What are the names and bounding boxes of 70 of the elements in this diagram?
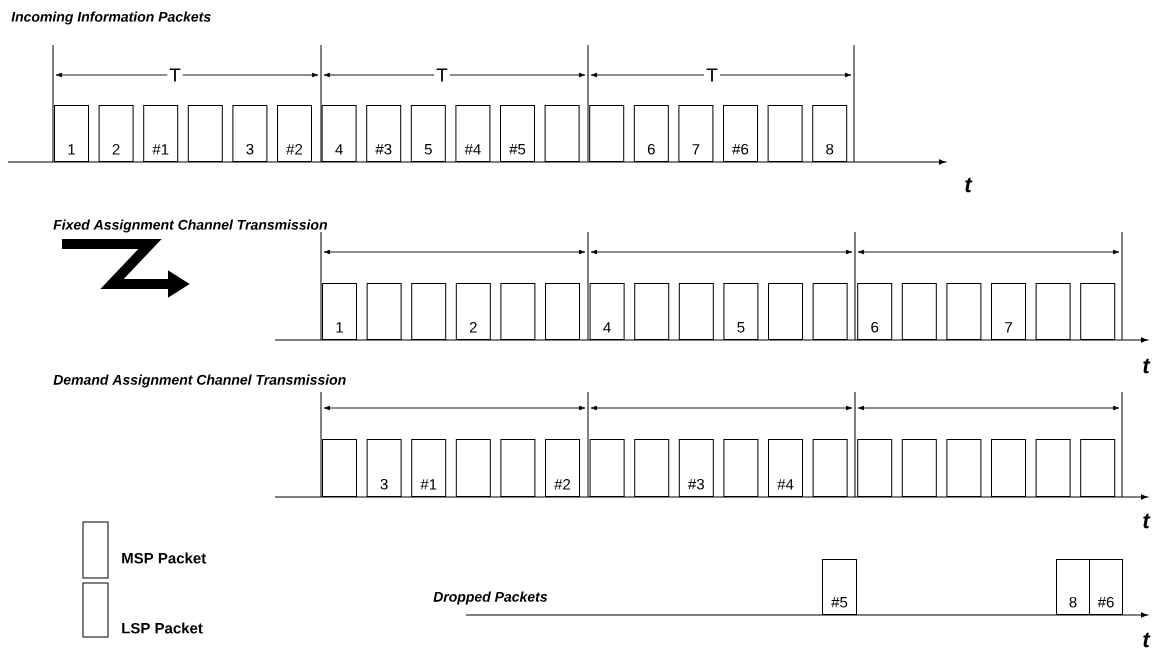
packet-box: 1	[54, 105, 89, 162]
packet-box	[946, 439, 982, 497]
row-title: Dropped Packets	[433, 591, 548, 605]
packet-box	[767, 105, 803, 162]
packet-box: #1	[143, 105, 179, 162]
packet-box: 2	[98, 105, 134, 162]
axis-label: t	[1143, 513, 1151, 529]
packet-box: 6	[633, 105, 669, 162]
period-label: T	[704, 66, 720, 84]
packet-box	[634, 439, 670, 497]
packet-box: #3	[678, 439, 714, 497]
packet-box	[1080, 283, 1116, 340]
packet-box: 8	[1056, 559, 1090, 615]
packet-box	[678, 283, 714, 340]
packet-box: #1	[411, 439, 447, 497]
packet-box	[1080, 439, 1116, 497]
packet-box: 4	[589, 283, 625, 340]
axis-label: t	[1143, 632, 1151, 648]
packet-box: #3	[366, 105, 402, 162]
packet-box	[1035, 283, 1071, 340]
packet-box: #5	[500, 105, 535, 162]
row-title: Demand Assignment Channel Transmission	[53, 374, 346, 388]
packet-box: 5	[723, 283, 759, 340]
packet-box	[500, 439, 536, 497]
packet-box	[634, 283, 670, 340]
legend-label: LSP Packet	[122, 622, 203, 634]
packet-box	[768, 283, 803, 340]
packet-box	[589, 439, 625, 497]
packet-box	[857, 439, 893, 497]
packet-box	[545, 283, 580, 340]
packet-box: #6	[723, 105, 758, 162]
packet-box	[322, 439, 357, 497]
packet-box	[901, 439, 937, 497]
packet-box	[366, 283, 402, 340]
packet-box	[901, 283, 937, 340]
packet-box	[544, 105, 580, 162]
packet-box	[500, 283, 536, 340]
packet-box: 7	[991, 283, 1026, 340]
packet-box	[946, 283, 982, 340]
packet-box: 3	[232, 105, 268, 162]
period-label: T	[167, 66, 183, 84]
packet-box: 7	[678, 105, 714, 162]
packet-box: #2	[277, 105, 312, 162]
packet-box: #6	[1089, 559, 1123, 615]
period-label: T	[434, 66, 450, 84]
packet-box: 6	[857, 283, 893, 340]
packet-box: 8	[812, 105, 848, 162]
packet-box	[455, 439, 491, 497]
packet-box: 2	[455, 283, 491, 340]
packet-box: #5	[822, 559, 857, 615]
packet-box: #4	[455, 105, 491, 162]
packet-box: #4	[768, 439, 803, 497]
packet-box	[1035, 439, 1071, 497]
packet-box	[187, 105, 223, 162]
row-title: Incoming Information Packets	[11, 11, 211, 25]
packet-box: 5	[410, 105, 446, 162]
packet-box: #2	[545, 439, 580, 497]
packet-box	[812, 439, 848, 497]
packet-box: 4	[321, 105, 357, 162]
packet-box	[812, 283, 848, 340]
legend-label: MSP Packet	[122, 552, 207, 564]
row-title: Fixed Assignment Channel Transmission	[53, 219, 327, 233]
packet-box	[411, 283, 447, 340]
packet-box	[589, 105, 625, 162]
packet-box	[723, 439, 759, 497]
packet-box: 3	[366, 439, 402, 497]
axis-label: t	[1143, 358, 1151, 374]
packet-box: 1	[322, 283, 357, 340]
packet-box	[991, 439, 1026, 497]
axis-label: t	[965, 177, 973, 193]
